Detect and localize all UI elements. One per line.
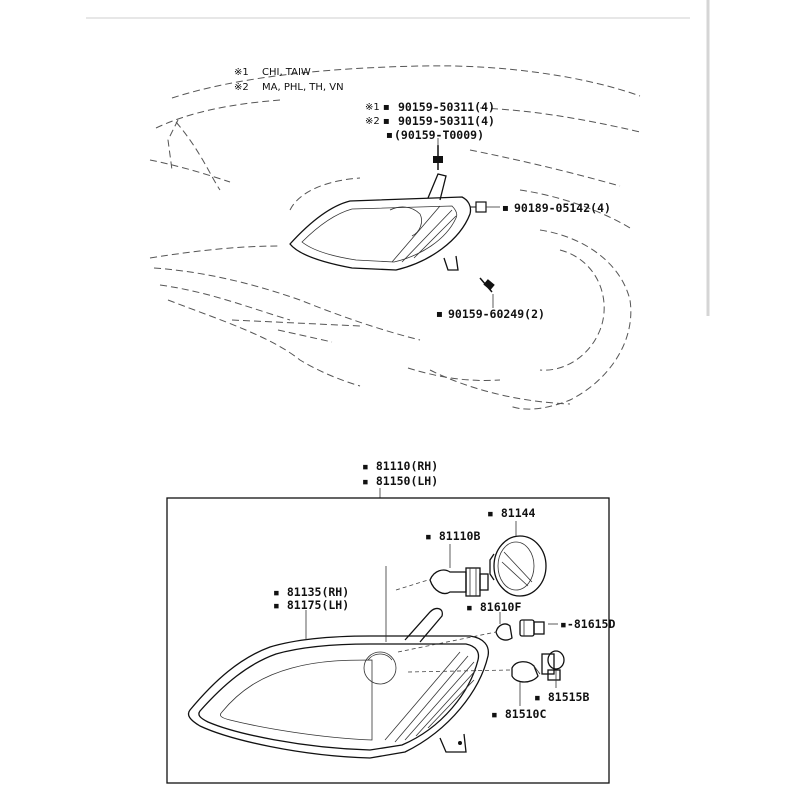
assembly-81110-rh: ▪ 81110(RH) <box>362 459 438 473</box>
label-81110b: ▪ 81110B <box>425 529 480 543</box>
label-81515b: ▪ 81515B <box>534 690 589 704</box>
note-2-mark: ※2 <box>234 82 249 93</box>
bulb-81610f-icon <box>495 623 513 641</box>
part-90189-05142: 90189-05142(4) <box>514 201 611 215</box>
screw-upper-icon <box>433 145 443 170</box>
label-81615d: ▪-81615D <box>560 617 615 631</box>
label-81175-lh: ▪ 81175(LH) <box>273 598 349 612</box>
label-81144: ▪ 81144 <box>487 506 536 520</box>
part-90159-60249: 90159-60249(2) <box>448 307 545 321</box>
headlight-upper <box>289 173 472 271</box>
screw-lower-icon <box>479 277 495 293</box>
part-90159-t0009: (90159-T0009) <box>394 128 484 142</box>
assembly-frame <box>166 497 610 784</box>
assembly-81150-lh: ▪ 81150(LH) <box>362 474 438 488</box>
part-3-prefix: ▪ <box>386 130 393 141</box>
note-2-text: MA, PHL, TH, VN <box>262 82 344 93</box>
bulb-81110b-icon <box>429 567 489 597</box>
part-4-prefix: ▪ <box>502 203 509 214</box>
bulb-81510c-icon <box>511 661 541 683</box>
part-90159-50311-b: 90159-50311(4) <box>398 114 495 128</box>
label-81610f: ▪ 81610F <box>466 600 521 614</box>
label-81510c: ▪ 81510C <box>491 707 546 721</box>
headlight-housing <box>187 607 490 759</box>
part-1-prefix: ※1 ▪ <box>365 102 390 113</box>
socket-cover-81144-icon <box>489 535 547 597</box>
vehicle-front-outline <box>149 65 641 410</box>
part-5-prefix: ▪ <box>436 309 443 320</box>
part-2-prefix: ※2 ▪ <box>365 116 390 127</box>
part-90159-50311-a: 90159-50311(4) <box>398 100 495 114</box>
socket-81515b-icon <box>541 650 565 681</box>
label-81135-rh: ▪ 81135(RH) <box>273 585 349 599</box>
note-1-mark: ※1 <box>234 67 249 78</box>
note-1-text: CHI, TAIW <box>262 67 311 78</box>
clip-nut-icon <box>470 201 487 213</box>
socket-81615d-icon <box>519 619 545 637</box>
